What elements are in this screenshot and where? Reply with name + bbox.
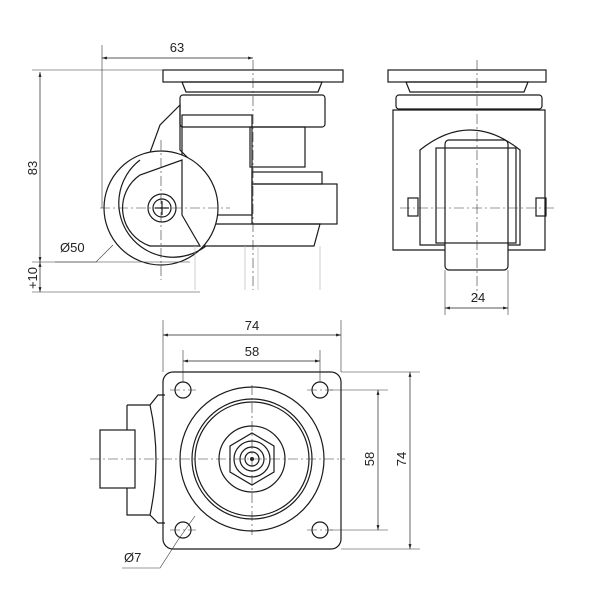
- dim-hole-spacing-x: 58: [245, 344, 259, 359]
- dim-83: 83: [25, 161, 40, 175]
- front-view: [387, 60, 555, 315]
- dim-travel: +10: [25, 267, 40, 289]
- dim-24: 24: [471, 290, 485, 305]
- wheel-front: [444, 139, 509, 271]
- dim-hole-spacing-y: 58: [362, 452, 377, 466]
- dim-63: 63: [170, 40, 184, 55]
- side-view: [32, 45, 344, 293]
- dim-plate-height: 74: [394, 452, 409, 466]
- top-view: [90, 320, 420, 569]
- dim-hole-diameter: Ø7: [124, 550, 141, 565]
- dim-plate-width: 74: [245, 318, 259, 333]
- dim-wheel-diameter: Ø50: [60, 240, 85, 255]
